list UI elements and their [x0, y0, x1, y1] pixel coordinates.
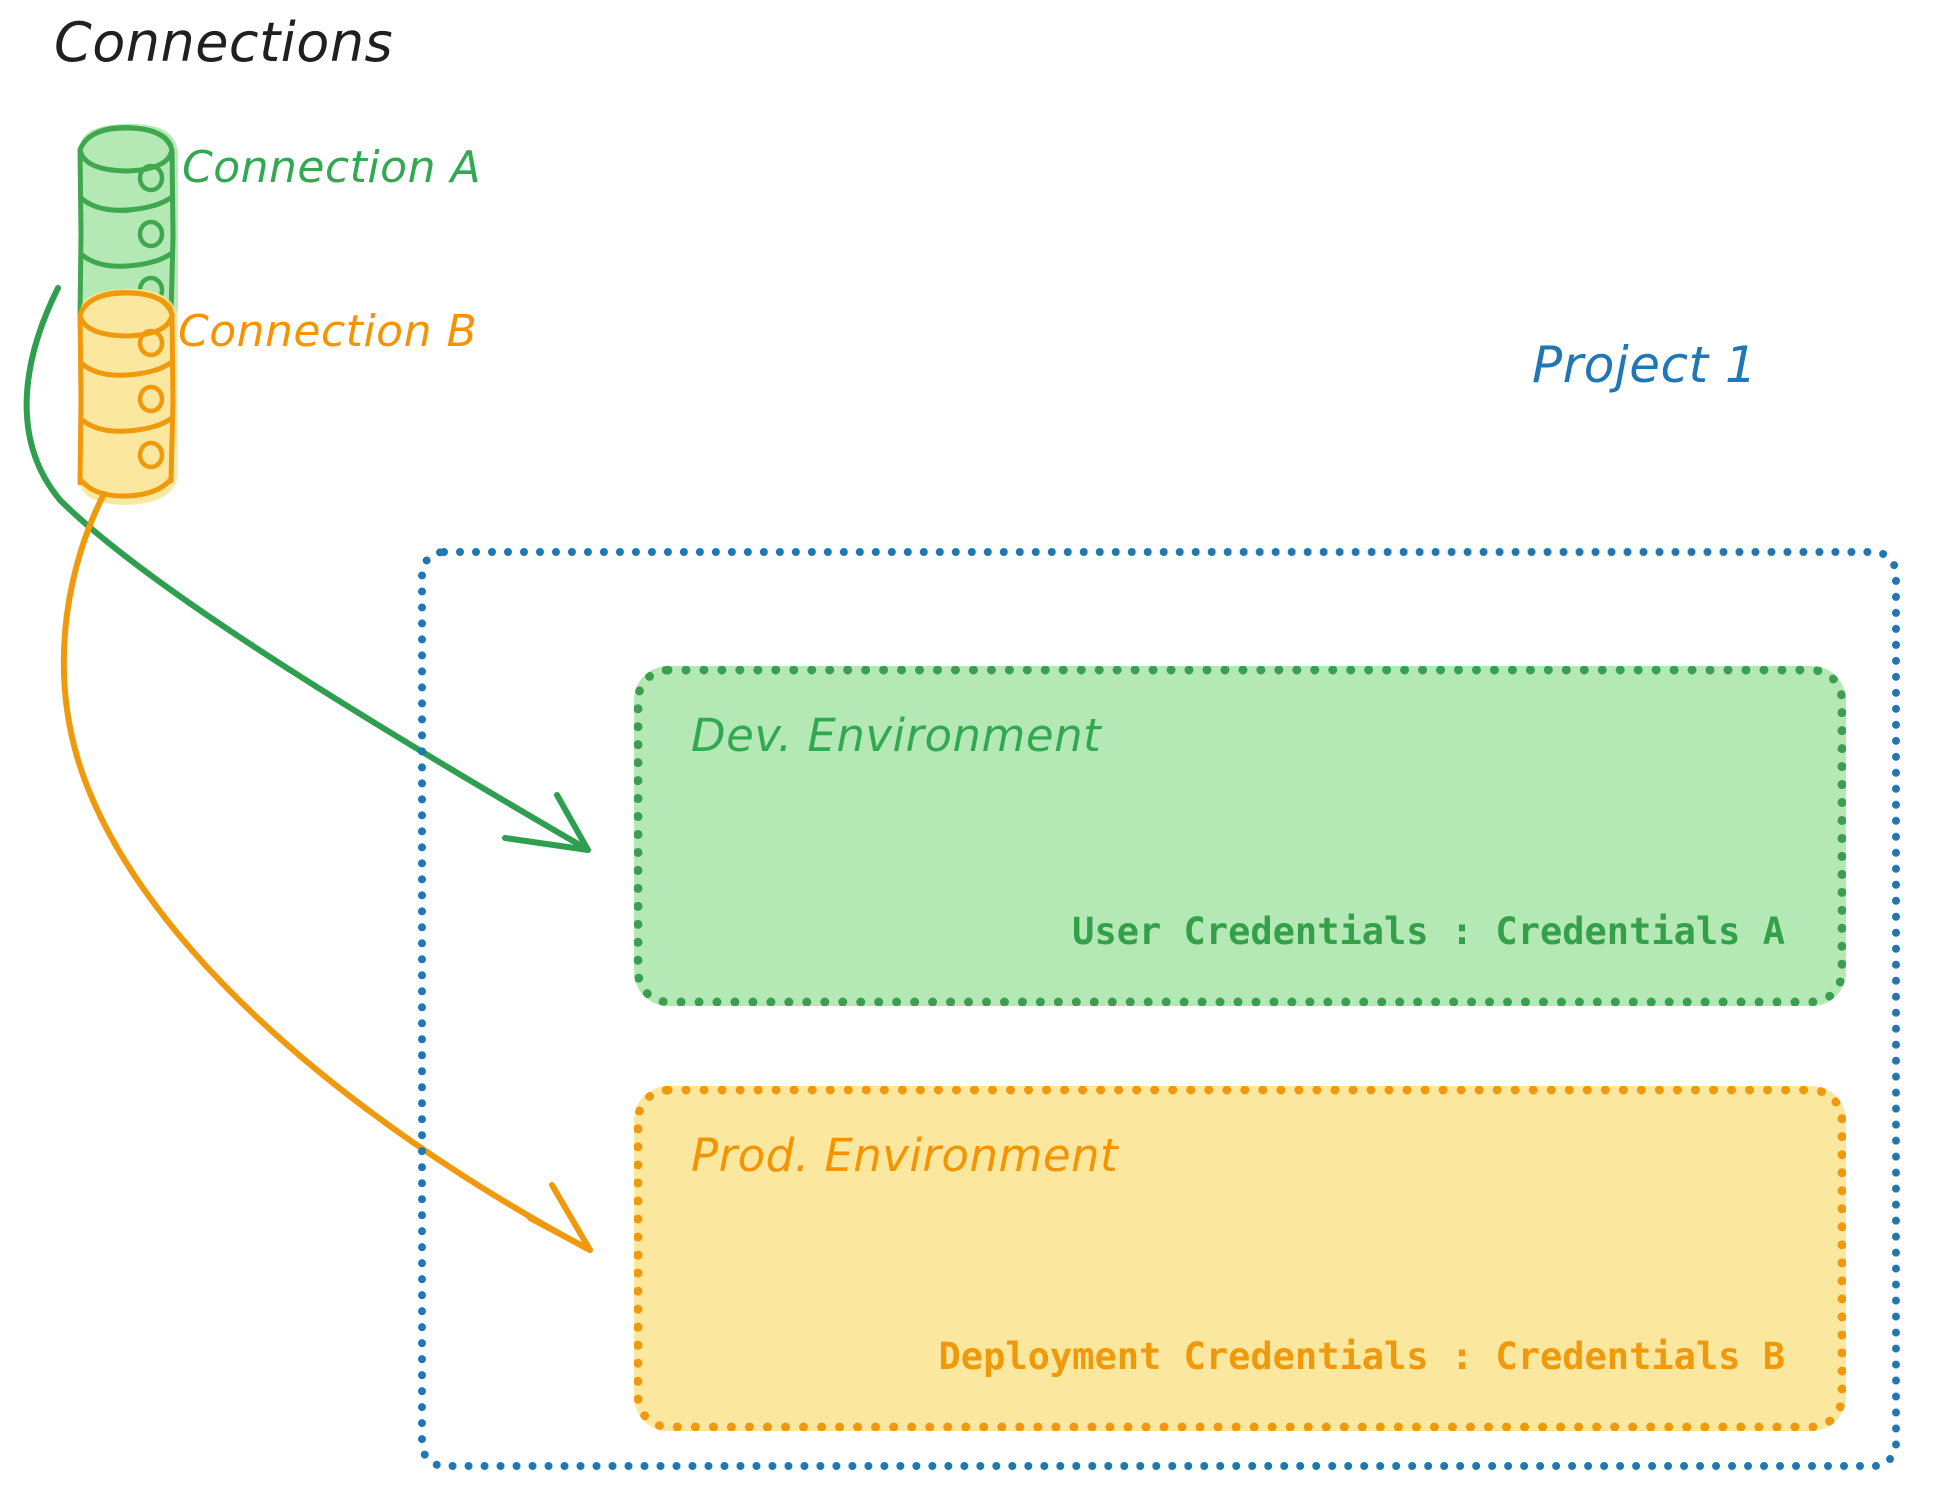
connection-a-label[interactable]: Connection A: [182, 142, 482, 193]
project-container-box[interactable]: Dev. Environment User Credentials : Cred…: [418, 548, 1900, 1470]
arrow-connection-b-to-prod-environment: [60, 491, 593, 1253]
connection-b-label[interactable]: Connection B: [178, 306, 478, 357]
dev-environment-box[interactable]: Dev. Environment User Credentials : Cred…: [634, 666, 1846, 1006]
project-title-label: Project 1: [1532, 336, 1758, 394]
connection-b-database-icon[interactable]: [77, 288, 178, 505]
prod-environment-box[interactable]: Prod. Environment Deployment Credentials…: [634, 1086, 1846, 1431]
page-title: Connections: [54, 11, 394, 74]
dev-environment-title: Dev. Environment: [691, 709, 1102, 762]
dev-environment-credentials: User Credentials : Credentials A: [1072, 910, 1785, 953]
arrow-connection-a-to-dev-environment: [23, 285, 591, 853]
prod-environment-credentials: Deployment Credentials : Credentials B: [938, 1335, 1785, 1378]
prod-environment-title: Prod. Environment: [691, 1129, 1119, 1182]
